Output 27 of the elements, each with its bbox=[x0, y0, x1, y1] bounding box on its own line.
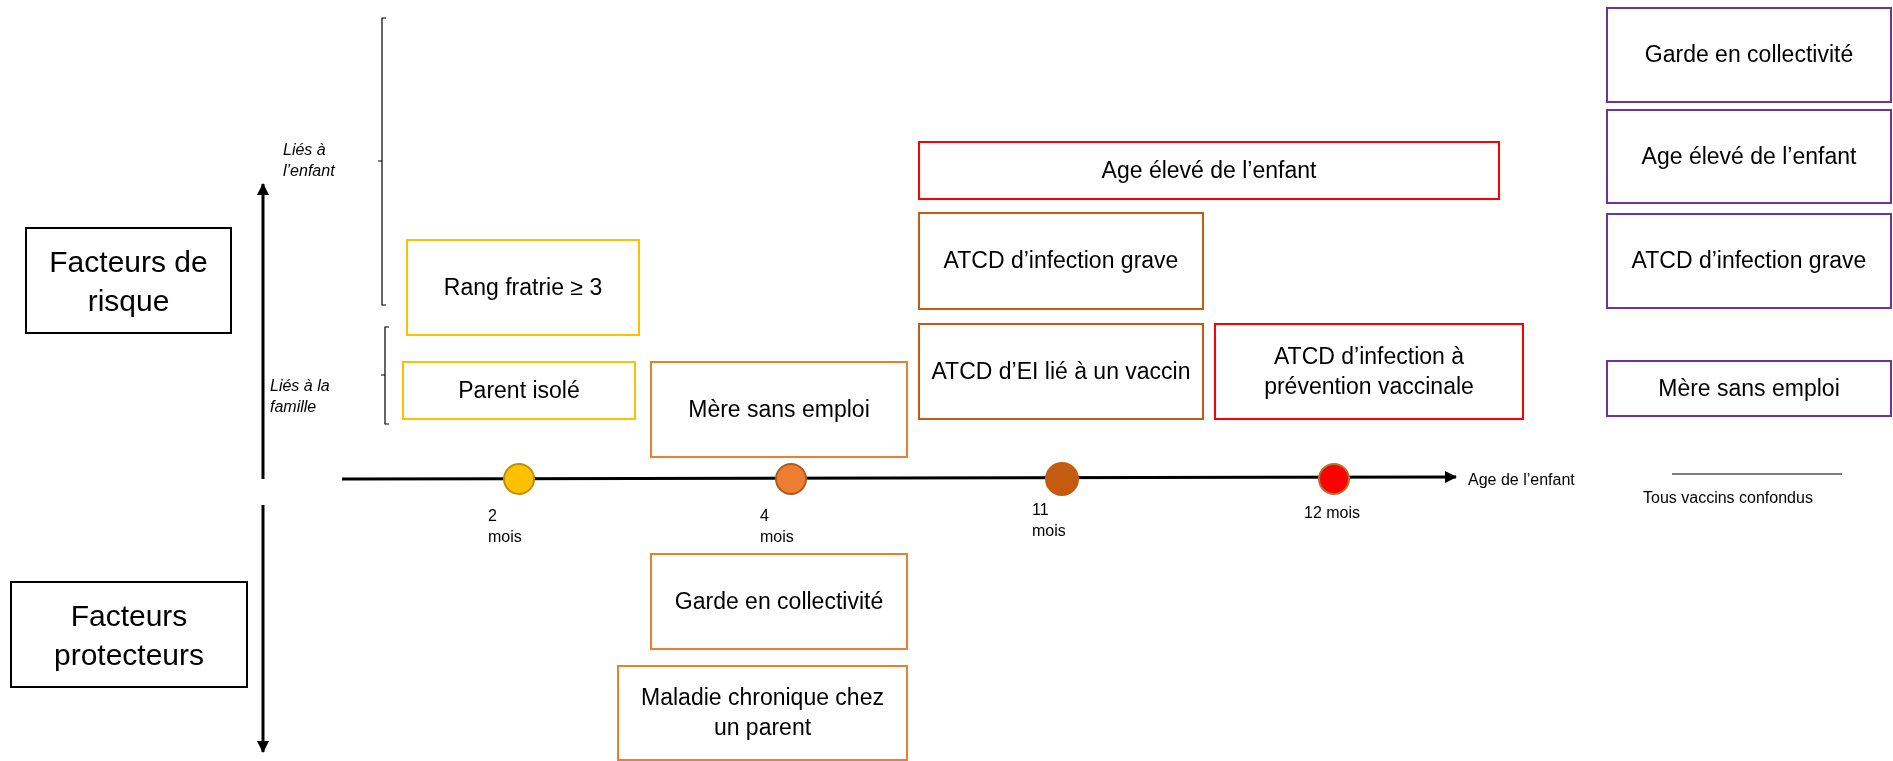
factor-box: Age élevé de l’enfant bbox=[918, 141, 1500, 200]
factor-box: ATCD d’infection grave bbox=[1606, 213, 1892, 309]
timeline-dot bbox=[1045, 462, 1079, 496]
factor-box: Garde en collectivité bbox=[650, 553, 908, 650]
month-label: 2 mois bbox=[488, 506, 523, 547]
factor-box: Rang fratrie ≥ 3 bbox=[406, 239, 640, 336]
factor-box: Parent isolé bbox=[402, 361, 636, 420]
factor-box: Garde en collectivité bbox=[1606, 7, 1892, 103]
category-box: Facteurs de risque bbox=[25, 227, 232, 334]
factor-box: Mère sans emploi bbox=[1606, 360, 1892, 417]
month-label: 11 mois bbox=[1032, 500, 1067, 541]
group-label: Liés à l’enfant bbox=[283, 140, 336, 181]
legend-text: Tous vaccins confondus bbox=[1643, 488, 1813, 508]
month-label: 12 mois bbox=[1304, 503, 1362, 523]
factor-box: ATCD d’infection grave bbox=[918, 212, 1204, 310]
factor-box: Mère sans emploi bbox=[650, 361, 908, 458]
factor-box: Age élevé de l’enfant bbox=[1606, 109, 1892, 204]
axis-label: Age de l’enfant bbox=[1468, 470, 1576, 490]
factor-box: Maladie chronique chez un parent bbox=[617, 665, 908, 761]
group-label: Liés à la famille bbox=[270, 376, 331, 417]
month-label: 4 mois bbox=[760, 506, 795, 547]
factor-box: ATCD d’EI lié à un vaccin bbox=[918, 323, 1204, 420]
factor-box: ATCD d’infection à prévention vaccinale bbox=[1214, 323, 1524, 420]
timeline-dot bbox=[503, 463, 535, 495]
timeline-dot bbox=[1318, 463, 1350, 495]
timeline-dot bbox=[775, 463, 807, 495]
category-box: Facteurs protecteurs bbox=[10, 581, 248, 688]
